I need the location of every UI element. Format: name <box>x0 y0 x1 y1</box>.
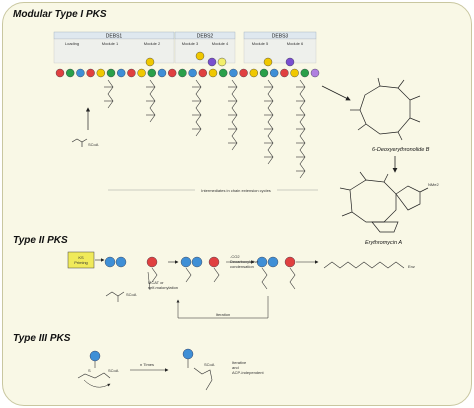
domain-kr-bead <box>208 68 218 78</box>
domain-acp-bead <box>65 68 75 78</box>
domain-dh-bead <box>207 57 217 67</box>
type3-substrate <box>77 372 111 379</box>
type2-ks-bead <box>256 256 268 268</box>
domain-kr-bead <box>290 68 299 78</box>
type2-at-bead <box>284 256 296 268</box>
type2-ks-bead <box>191 256 203 268</box>
domain-kr-bead <box>195 51 205 61</box>
section-title-type1: Modular Type I PKS <box>13 9 107 20</box>
ntimes-label: n Times <box>140 362 154 367</box>
domain-acp-bead <box>218 68 228 78</box>
intermediate-chains <box>104 79 306 179</box>
type2-substrate-chain <box>261 267 268 290</box>
type2-domain-beads <box>104 256 296 268</box>
type2-at-bead <box>146 256 158 268</box>
chain-intermediate <box>195 79 202 137</box>
type3-scoa: SCoA <box>108 368 119 373</box>
domain-kr-bead <box>96 68 106 78</box>
module-label-3: Module 3 <box>182 41 199 46</box>
module-label-4: Module 4 <box>212 41 229 46</box>
domain-kr-bead <box>137 68 146 78</box>
module-label-2: Module 2 <box>144 41 161 46</box>
domain-ks-bead <box>116 68 126 78</box>
6deb-structure <box>350 77 421 141</box>
type2-enz: Enz <box>408 264 415 269</box>
module-label-5: Module 5 <box>252 41 269 46</box>
domain-ks-bead <box>229 68 238 78</box>
module-label-1: Module 1 <box>102 41 119 46</box>
debs2-label: DEBS2 <box>197 34 214 40</box>
domain-at-bead <box>239 68 248 78</box>
section-title-type2: Type II PKS <box>13 235 68 246</box>
domain-ks-bead <box>270 68 279 78</box>
domain-acp-bead <box>259 68 269 78</box>
domain-er-bead <box>217 57 227 67</box>
erythromycin-structure <box>339 171 429 233</box>
domain-dh-bead <box>285 57 295 67</box>
debs1-label: DEBS1 <box>106 34 123 40</box>
domain-kr-bead <box>263 57 273 67</box>
domain-acp-bead <box>106 68 116 78</box>
type3-product: SCoA <box>182 348 215 391</box>
mcat-arrow <box>147 271 151 291</box>
type2-substrate-chain <box>185 267 192 283</box>
type2-at-bead <box>208 256 220 268</box>
domain-at-bead <box>86 68 95 78</box>
domain-acp-bead <box>178 68 187 78</box>
svg-text:S: S <box>88 368 91 373</box>
domain-at-bead <box>55 68 65 78</box>
type2-substrate-chain <box>289 267 296 290</box>
propionyl-coa-starter: SCoA <box>71 107 99 147</box>
domain-ks-bead <box>188 68 197 78</box>
iteration-loop <box>176 296 269 319</box>
type2-scoa: SCoA <box>126 292 137 297</box>
domain-at-bead <box>127 68 136 78</box>
debs2-box: DEBS2 Module 3 Module 4 <box>174 31 236 64</box>
product-6deb-label: 6-Deoxyerythronolide B <box>372 147 430 153</box>
domain-ks-bead <box>76 68 85 78</box>
starter-scoa: SCoA <box>88 142 99 147</box>
chain-intermediate <box>107 79 114 109</box>
domain-beads <box>55 51 320 78</box>
type3-product-scoa: SCoA <box>204 362 215 367</box>
module-label-6: Module 6 <box>287 41 304 46</box>
type2-ks-bead <box>180 256 192 268</box>
type3-attack-arrow <box>83 379 111 388</box>
polyketide-chain <box>323 261 405 269</box>
domain-kr-bead <box>249 68 259 78</box>
chain-intermediate <box>267 79 274 165</box>
type2-substrates <box>151 267 296 290</box>
domain-te-bead <box>310 68 320 78</box>
type2-ks-bead <box>267 256 279 268</box>
nme2-label: NMe2 <box>428 182 439 187</box>
type3-ks: S <box>88 350 101 373</box>
module-label-loading: Loading <box>65 41 79 46</box>
debs1-box: DEBS1 Loading Module 1 Module 2 <box>53 31 175 64</box>
product-erythromycin-label: Erythromycin A <box>365 240 402 246</box>
type2-substrate-chain <box>213 267 220 283</box>
domain-ks-bead <box>157 68 167 78</box>
debs3-label: DEBS3 <box>272 34 289 40</box>
section-title-type3: Type III PKS <box>13 333 71 344</box>
domain-kr-bead <box>145 57 155 67</box>
iteration-label: Iteration <box>216 312 230 317</box>
domain-acp-bead <box>300 68 309 78</box>
arrow-to-6deb <box>321 85 351 101</box>
debs3-box: DEBS3 Module 5 Module 6 <box>243 31 317 64</box>
type2-mcat <box>105 291 125 302</box>
domain-at-bead <box>167 68 177 78</box>
domain-acp-bead <box>147 68 157 78</box>
domain-at-bead <box>198 68 208 78</box>
domain-at-bead <box>280 68 289 78</box>
type2-substrate-chain <box>151 267 158 283</box>
type2-ks-bead <box>115 256 127 268</box>
chain-caption: Intermediates in chain extension cycles <box>201 188 271 193</box>
type2-ks-bead <box>104 256 116 268</box>
